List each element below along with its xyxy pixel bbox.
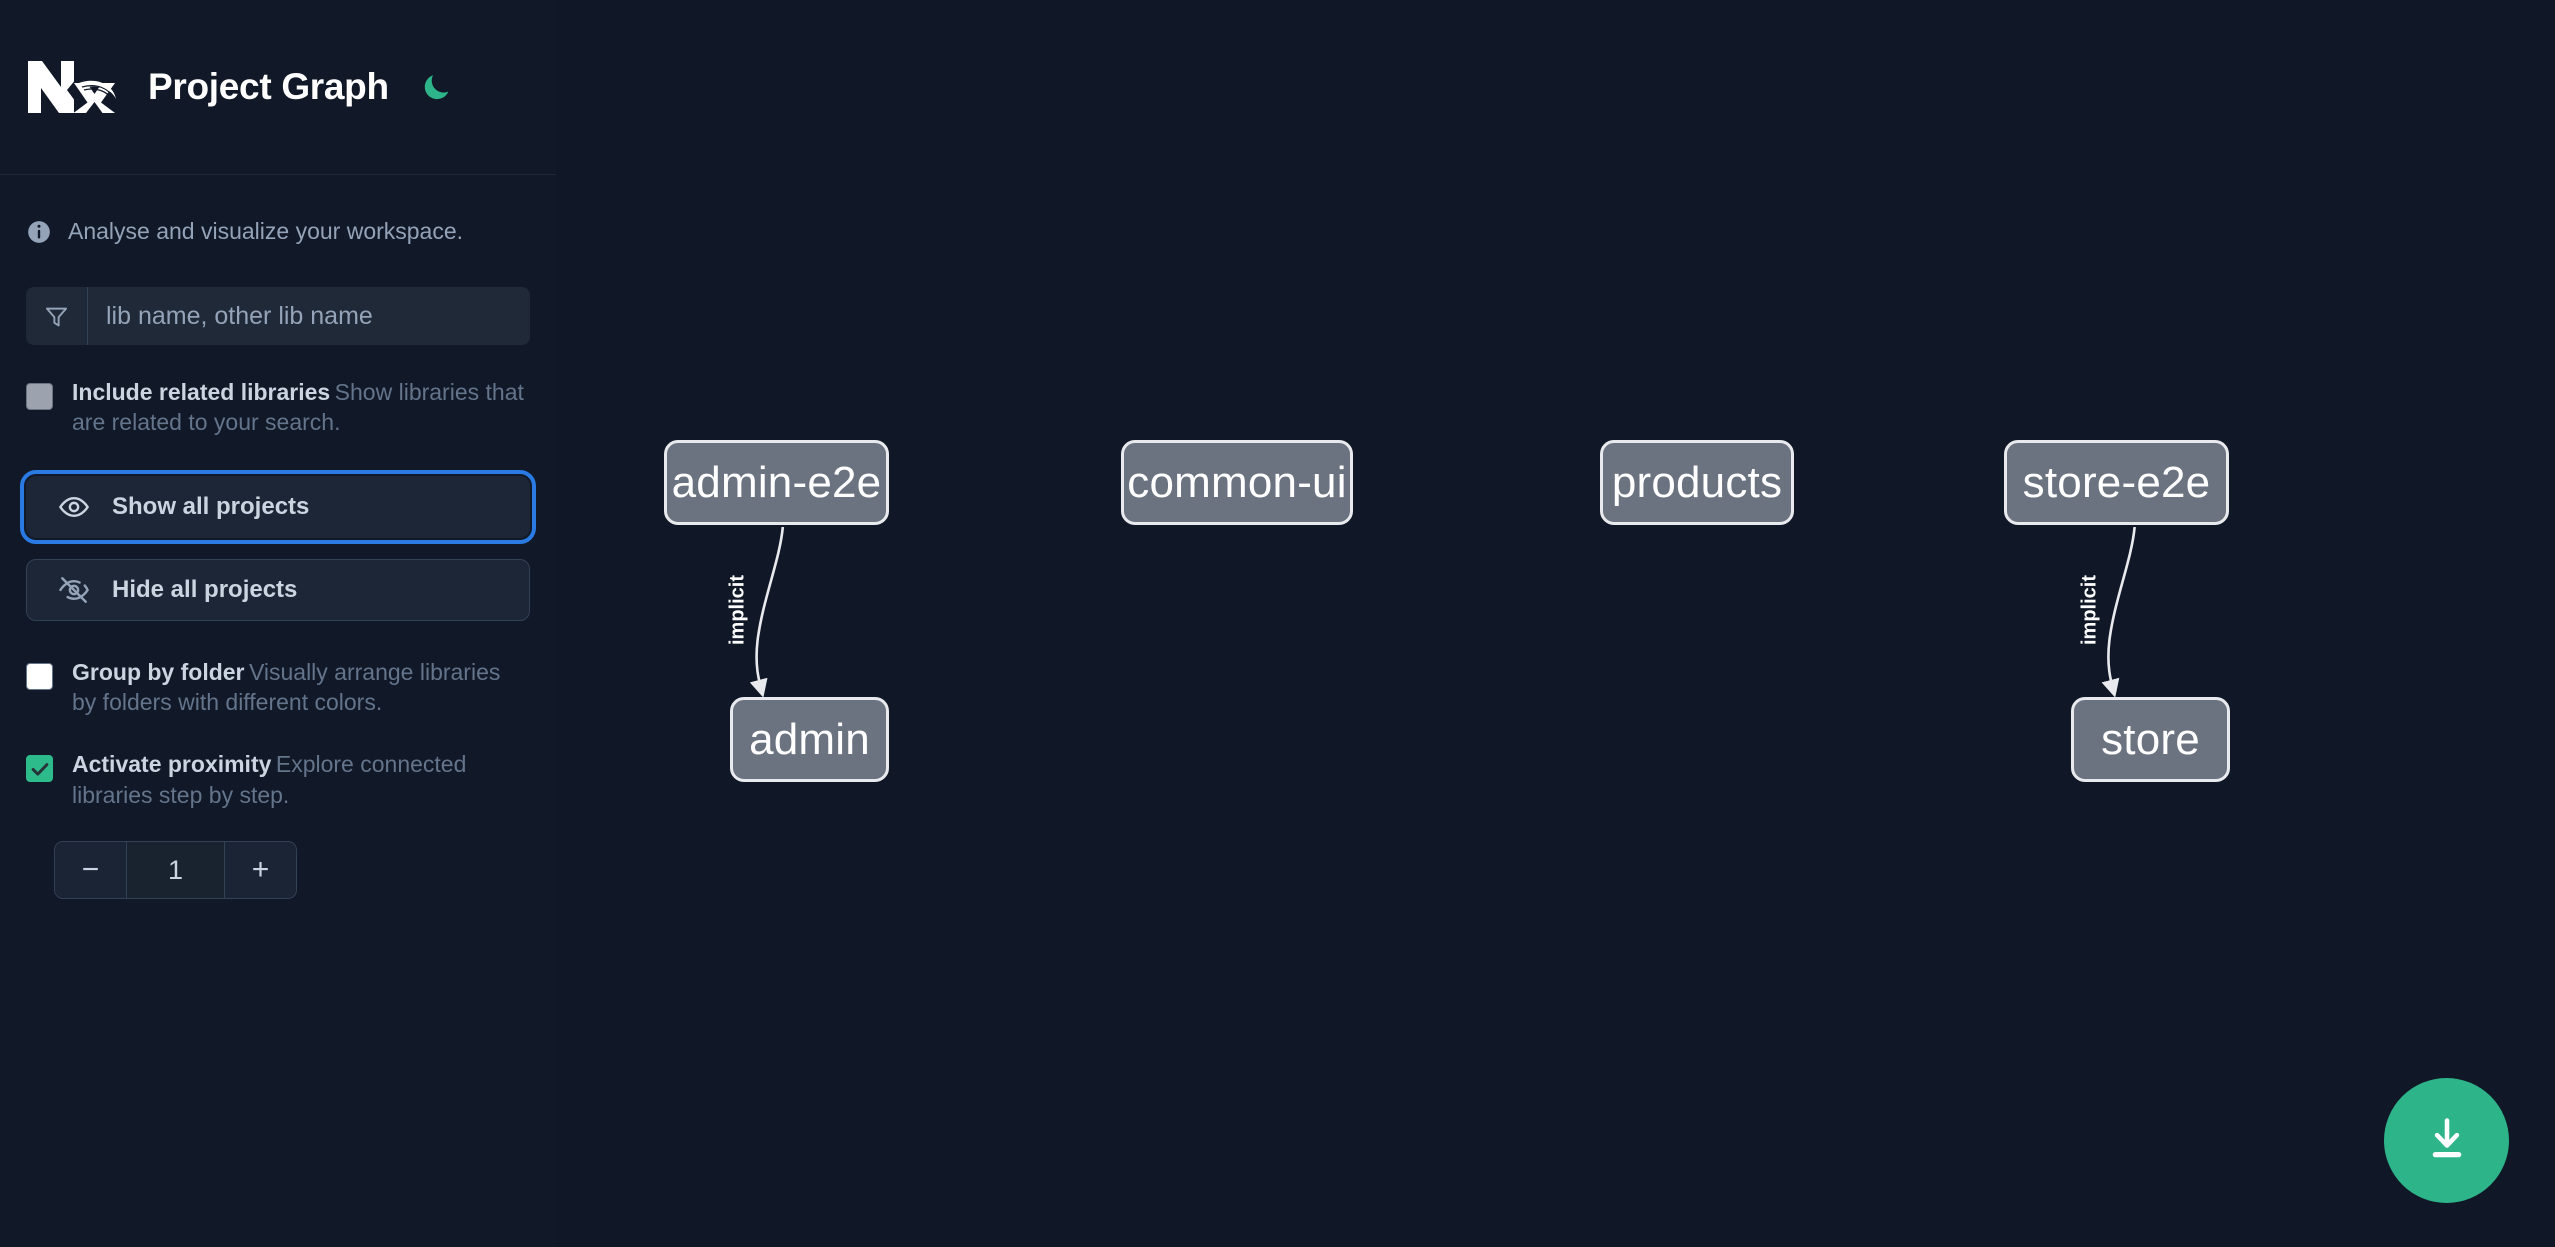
option-label: Activate proximity [72, 751, 272, 778]
edge-label-implicit-admin: implicit [726, 575, 748, 645]
option-description: Show libraries that are related to your … [72, 379, 524, 436]
info-icon [26, 219, 52, 245]
option-description: Explore connected libraries step by step… [72, 751, 467, 808]
filter-icon[interactable] [26, 287, 88, 345]
checkbox-group-by-folder[interactable] [26, 662, 53, 690]
download-image-button[interactable] [2384, 1078, 2509, 1203]
graph-node-store-e2e[interactable]: store-e2e [2004, 440, 2229, 525]
option-group-by-folder[interactable]: Group by folder Visually arrange librari… [0, 657, 556, 718]
option-include-related-libraries[interactable]: Include related libraries Show libraries… [0, 377, 556, 438]
proximity-increment-button[interactable]: + [224, 842, 296, 899]
page-title: Project Graph [148, 66, 389, 107]
option-label: Group by folder [72, 658, 245, 685]
sidebar-header: Project Graph [0, 0, 556, 175]
edge-admin-e2e-admin [749, 526, 785, 698]
moon-icon[interactable] [417, 67, 457, 107]
download-icon [2421, 1113, 2473, 1168]
edge-store-e2e-store [2101, 526, 2136, 698]
graph-canvas[interactable]: implicit implicit admin-e2e common-ui pr… [556, 0, 2555, 1247]
show-all-projects-button[interactable]: Show all projects [20, 469, 536, 544]
proximity-stepper: − 1 + [54, 841, 297, 900]
nx-logo [26, 57, 118, 117]
proximity-value: 1 [127, 842, 224, 899]
checkbox-include-related-libraries[interactable] [26, 383, 53, 410]
eye-off-icon [58, 574, 90, 606]
search-area [0, 245, 556, 345]
edge-label-implicit-store: implicit [2078, 575, 2100, 645]
option-description: Visually arrange libraries by folders wi… [72, 658, 501, 716]
option-activate-proximity[interactable]: Activate proximity Explore connected lib… [0, 749, 556, 810]
eye-icon [58, 491, 90, 523]
search-box [26, 287, 530, 345]
checkbox-activate-proximity[interactable] [26, 755, 53, 783]
tagline-text: Analyse and visualize your workspace. [68, 218, 464, 244]
graph-node-admin-e2e[interactable]: admin-e2e [664, 440, 889, 525]
show-all-projects-label: Show all projects [112, 492, 310, 520]
graph-edges: implicit implicit [726, 526, 2136, 698]
hide-all-projects-button[interactable]: Hide all projects [26, 558, 530, 621]
hide-all-projects-label: Hide all projects [112, 575, 298, 603]
graph-node-common-ui[interactable]: common-ui [1121, 440, 1353, 525]
search-input[interactable] [88, 287, 530, 345]
graph-node-admin[interactable]: admin [730, 697, 889, 782]
graph-node-store[interactable]: store [2071, 697, 2230, 782]
sidebar: Project Graph Analyse and visualize your… [0, 0, 556, 1247]
tagline: Analyse and visualize your workspace. [0, 175, 556, 245]
option-label: Include related libraries [72, 379, 331, 405]
proximity-decrement-button[interactable]: − [55, 842, 127, 899]
graph-node-products[interactable]: products [1600, 440, 1794, 525]
